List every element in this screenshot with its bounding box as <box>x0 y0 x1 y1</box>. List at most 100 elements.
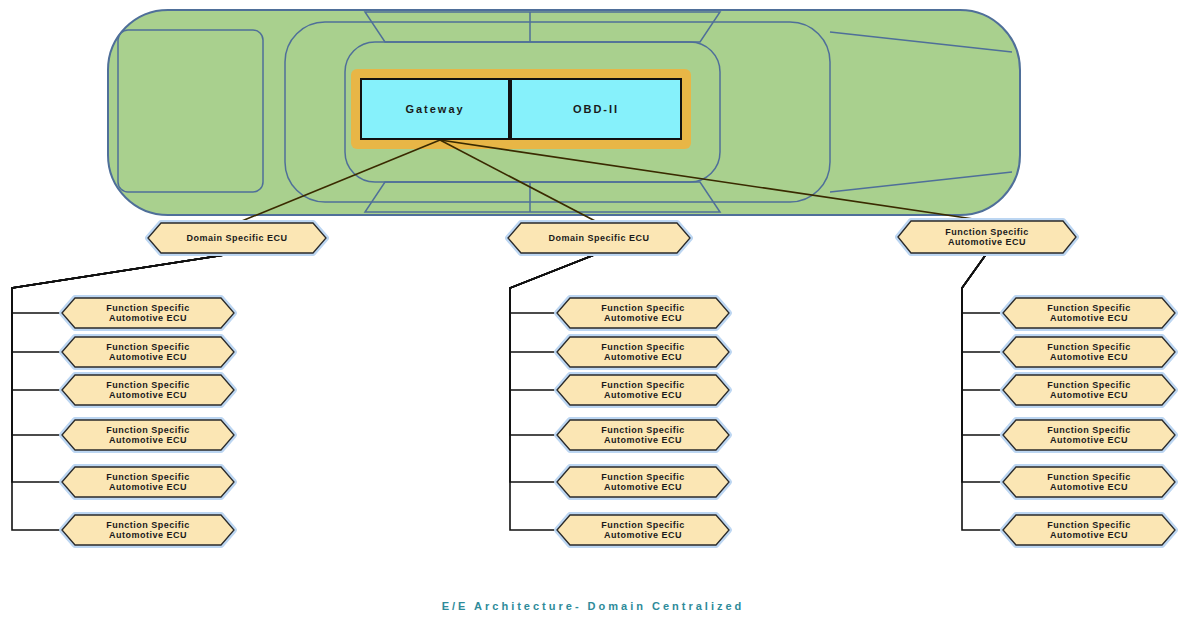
box-fill <box>62 515 234 545</box>
box-glow <box>557 375 729 405</box>
box-glow <box>557 337 729 367</box>
box-fill <box>62 467 234 497</box>
ecu-box: Function Specific Automotive ECU <box>62 420 234 450</box>
ecu-box: Function Specific Automotive ECU <box>62 515 234 545</box>
box-glow <box>62 298 234 328</box>
car-window <box>365 12 720 42</box>
box-glow <box>557 420 729 450</box>
box-fill <box>508 223 690 253</box>
gateway-box: Gateway <box>360 78 510 140</box>
connector <box>12 253 237 530</box>
box-glow <box>557 298 729 328</box>
node-label: Function Specific Automotive ECU <box>1033 472 1145 493</box>
ecu-box: Function Specific Automotive ECU <box>62 375 234 405</box>
box-fill <box>557 420 729 450</box>
car-pillar <box>529 12 531 42</box>
box-glow <box>62 337 234 367</box>
box-fill <box>1003 298 1175 328</box>
node-label: Function Specific Automotive ECU <box>587 342 699 363</box>
node-label: OBD-II <box>573 103 619 116</box>
ecu-box: Function Specific Automotive ECU <box>1003 515 1175 545</box>
box-fill <box>1003 337 1175 367</box>
box-fill <box>557 375 729 405</box>
node-label: Gateway <box>405 103 464 116</box>
car-rear <box>118 30 263 192</box>
node-label: Domain Specific ECU <box>548 233 649 243</box>
box-fill <box>511 79 681 139</box>
box-glow <box>62 515 234 545</box>
box-fill <box>557 298 729 328</box>
ecu-box: Function Specific Automotive ECU <box>62 337 234 367</box>
node-label: Function Specific Automotive ECU <box>92 472 204 493</box>
box-fill <box>62 420 234 450</box>
ecu-box: Function Specific Automotive ECU <box>898 221 1076 253</box>
ecu-box: Function Specific Automotive ECU <box>1003 375 1175 405</box>
box-fill <box>1003 375 1175 405</box>
gateway-glow <box>351 69 691 149</box>
box-fill <box>898 221 1076 253</box>
ecu-box: Domain Specific ECU <box>508 223 690 253</box>
box-fill <box>1003 467 1175 497</box>
node-label: Function Specific Automotive ECU <box>1033 342 1145 363</box>
connector <box>962 253 1003 352</box>
box-glow <box>1003 420 1175 450</box>
car-window <box>365 182 720 212</box>
ecu-box: Function Specific Automotive ECU <box>1003 298 1175 328</box>
gateway-box: OBD-II <box>510 78 682 140</box>
box-fill <box>1003 420 1175 450</box>
ecu-box: Function Specific Automotive ECU <box>557 515 729 545</box>
node-label: Function Specific Automotive ECU <box>587 520 699 541</box>
box-glow <box>148 223 326 253</box>
node-label: Function Specific Automotive ECU <box>587 472 699 493</box>
node-label: Function Specific Automotive ECU <box>92 303 204 324</box>
box-glow <box>508 223 690 253</box>
ecu-box: Function Specific Automotive ECU <box>62 467 234 497</box>
connector <box>237 140 440 223</box>
box-fill <box>62 337 234 367</box>
connector <box>962 253 1003 313</box>
box-glow <box>557 515 729 545</box>
caption: E/E Architecture- Domain Centralized <box>0 600 1186 612</box>
box-fill <box>62 298 234 328</box>
node-label: Domain Specific ECU <box>186 233 287 243</box>
connector <box>962 253 1003 530</box>
ecu-box: Domain Specific ECU <box>148 223 326 253</box>
car-body <box>108 10 1020 215</box>
box-fill <box>1003 515 1175 545</box>
box-fill <box>557 467 729 497</box>
box-glow <box>1003 515 1175 545</box>
node-label: Function Specific Automotive ECU <box>1033 425 1145 446</box>
box-fill <box>557 337 729 367</box>
connector <box>962 253 1003 482</box>
node-label: Function Specific Automotive ECU <box>587 425 699 446</box>
node-label: Function Specific Automotive ECU <box>92 425 204 446</box>
box-glow <box>1003 337 1175 367</box>
ecu-box: Function Specific Automotive ECU <box>557 298 729 328</box>
box-glow <box>1003 298 1175 328</box>
box-glow <box>557 467 729 497</box>
node-label: Function Specific Automotive ECU <box>92 380 204 401</box>
box-glow <box>62 420 234 450</box>
car-roof <box>345 42 720 182</box>
ecu-box: Function Specific Automotive ECU <box>557 375 729 405</box>
connector <box>12 253 237 482</box>
box-glow <box>1003 375 1175 405</box>
box-glow <box>62 375 234 405</box>
node-label: Function Specific Automotive ECU <box>92 520 204 541</box>
box-fill <box>361 79 509 139</box>
connector <box>962 253 1003 390</box>
ecu-box: Function Specific Automotive ECU <box>1003 467 1175 497</box>
node-label: Function Specific Automotive ECU <box>1033 380 1145 401</box>
node-label: Function Specific Automotive ECU <box>931 227 1043 248</box>
box-fill <box>557 515 729 545</box>
box-glow <box>898 221 1076 253</box>
node-label: Function Specific Automotive ECU <box>587 303 699 324</box>
ecu-box: Function Specific Automotive ECU <box>557 467 729 497</box>
ecu-box: Function Specific Automotive ECU <box>1003 420 1175 450</box>
ecu-box: Function Specific Automotive ECU <box>62 298 234 328</box>
node-label: Function Specific Automotive ECU <box>92 342 204 363</box>
box-glow <box>62 467 234 497</box>
node-label: Function Specific Automotive ECU <box>1033 520 1145 541</box>
connector <box>440 140 987 221</box>
